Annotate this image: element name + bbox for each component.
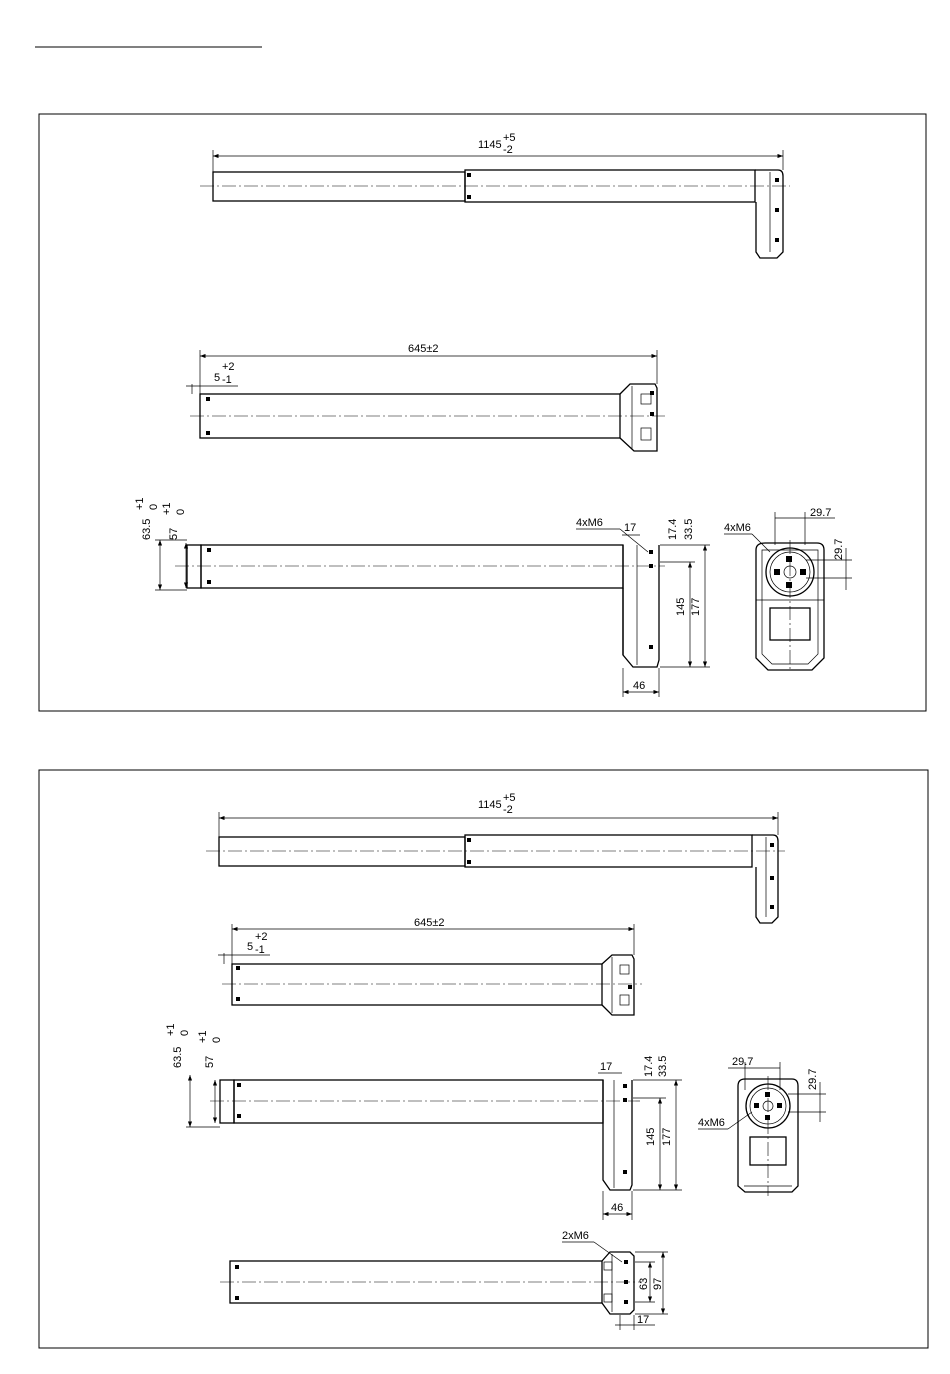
panel-1-top-view xyxy=(200,170,790,258)
panel-2-end-dims: 29.7 29.7 4xM6 xyxy=(698,1056,826,1129)
p2-dim-57-minus: 0 xyxy=(211,1037,223,1043)
p2-dim-1145-plus: +5 xyxy=(503,792,516,804)
panel-2-top-view xyxy=(206,835,785,923)
p2-dim-57-text: 57 xyxy=(204,1056,216,1068)
panel-1-side-dims: 645±2 5 +2 -1 xyxy=(186,343,657,394)
dim-1145-text: 1145 xyxy=(478,139,502,151)
p2-dim-63-5-minus: 0 xyxy=(179,1030,191,1036)
p2-dim-5-text: 5 xyxy=(247,941,253,953)
p2-label-2xm6: 2xM6 xyxy=(562,1230,589,1242)
dim-63-5-minus: 0 xyxy=(148,504,160,510)
p2-dim-63-5-text: 63.5 xyxy=(172,1047,184,1068)
dim-5-minus: -1 xyxy=(222,374,232,386)
p2-dim-97-text: 97 xyxy=(652,1278,664,1290)
dim-63-5-plus: +1 xyxy=(134,497,146,510)
p2-dim-177-text: 177 xyxy=(661,1128,673,1146)
panel-2-top-dim-1145: 1145 +5 -2 xyxy=(219,792,778,837)
panel-1-side-view xyxy=(190,384,665,451)
label-4xm6-p1-section: 4xM6 xyxy=(576,517,603,529)
dim-645-text: 645±2 xyxy=(408,343,439,355)
p2-dim-1145-text: 1145 xyxy=(478,799,502,811)
panel-2-side-dims: 645±2 5 +2 -1 xyxy=(218,917,634,964)
dim-63-5-text: 63.5 xyxy=(141,519,153,540)
panel-2-bottom-view xyxy=(220,1252,642,1314)
dim-177-text: 177 xyxy=(690,598,702,616)
dim-46-text: 46 xyxy=(633,680,645,692)
dim-29-7-h-text: 29.7 xyxy=(810,507,831,519)
dim-5-text: 5 xyxy=(214,372,220,384)
dim-57-minus: 0 xyxy=(175,509,187,515)
panel-2-side-view xyxy=(222,955,642,1015)
p2-dim-33-5-text: 33.5 xyxy=(657,1056,669,1077)
p2-dim-63-text: 63 xyxy=(638,1278,650,1290)
panel-2-bottom-dims: 2xM6 63 97 17 xyxy=(562,1230,668,1330)
p2-dim-5-plus: +2 xyxy=(255,931,268,943)
dim-17-text: 17 xyxy=(624,522,636,534)
p2-dim-5-minus: -1 xyxy=(255,944,265,956)
p2-dim-29-7-h-text: 29.7 xyxy=(732,1056,753,1068)
p2-dim-145-text: 145 xyxy=(645,1128,657,1146)
panel-2-section-dims: 63.5 +1 0 57 +1 0 17 17.4 33.5 145 177 4… xyxy=(165,1023,682,1220)
dim-145-text: 145 xyxy=(675,598,687,616)
dim-57-text: 57 xyxy=(168,528,180,540)
p2-dim-17-4-text: 17.4 xyxy=(643,1056,655,1077)
p2-dim-1145-minus: -2 xyxy=(503,804,513,816)
p2-dim-57-plus: +1 xyxy=(197,1030,209,1043)
dim-5-plus: +2 xyxy=(222,361,235,373)
dim-1145-plus: +5 xyxy=(503,132,516,144)
p2-dim-17-text: 17 xyxy=(600,1061,612,1073)
dim-33-5-text: 33.5 xyxy=(683,519,695,540)
panel-2-section-view xyxy=(210,1080,640,1190)
dim-29-7-v-text: 29.7 xyxy=(833,539,845,560)
panel-1-top-dim-1145: 1145 +5 -2 xyxy=(213,132,783,172)
panel-1-section-view xyxy=(175,545,665,667)
label-4xm6-p1-end: 4xM6 xyxy=(724,522,751,534)
dim-1145-minus: -2 xyxy=(503,144,513,156)
p2-label-4xm6-end: 4xM6 xyxy=(698,1117,725,1129)
p2-dim-17-bottom-text: 17 xyxy=(637,1314,649,1326)
p2-dim-63-5-plus: +1 xyxy=(165,1023,177,1036)
dim-17-4-text: 17.4 xyxy=(667,519,679,540)
p2-dim-645-text: 645±2 xyxy=(414,917,445,929)
panel-1-frame xyxy=(39,114,926,711)
p2-dim-46-text: 46 xyxy=(611,1202,623,1214)
p2-dim-29-7-v-text: 29.7 xyxy=(807,1069,819,1090)
dim-57-plus: +1 xyxy=(161,502,173,515)
